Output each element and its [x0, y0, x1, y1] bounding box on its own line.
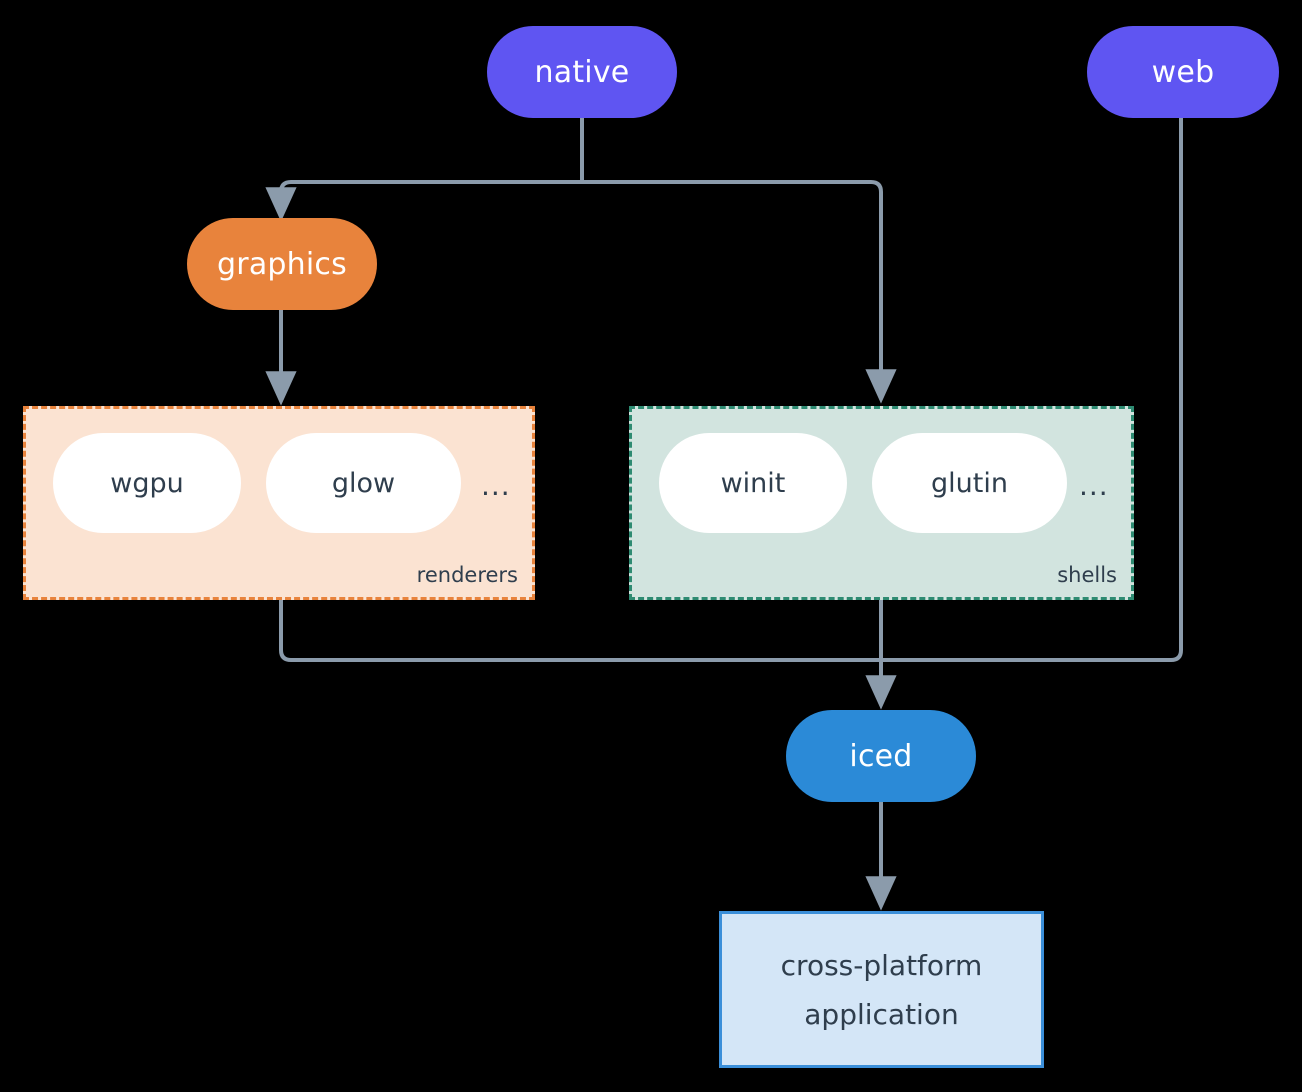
edge-native-shells — [582, 180, 897, 404]
chip-winit[interactable]: winit — [659, 433, 847, 533]
chip-glow-label: glow — [331, 467, 396, 499]
application-label-line1: cross-platform — [780, 948, 983, 982]
node-application[interactable]: cross-platform application — [719, 911, 1044, 1068]
chip-wgpu[interactable]: wgpu — [53, 433, 241, 533]
node-web[interactable]: web — [1087, 26, 1279, 118]
edge-renderers-iced — [279, 600, 881, 662]
group-renderers: wgpu glow ... renderers — [23, 406, 535, 600]
node-iced-label: iced — [849, 738, 913, 774]
node-native-label: native — [534, 54, 630, 90]
group-renderers-label: renderers — [416, 563, 518, 587]
chip-glutin-label: glutin — [931, 467, 1008, 499]
chip-winit-label: winit — [720, 467, 786, 499]
group-shells-label: shells — [1057, 563, 1117, 587]
group-shells: winit glutin ... shells — [629, 406, 1134, 600]
chip-wgpu-label: wgpu — [110, 467, 184, 499]
node-graphics-label: graphics — [217, 246, 347, 282]
edge-web-iced — [881, 118, 1183, 662]
renderers-more-ellipsis: ... — [481, 469, 511, 502]
node-graphics[interactable]: graphics — [187, 218, 377, 310]
node-web-label: web — [1151, 54, 1215, 90]
node-native[interactable]: native — [487, 26, 677, 118]
chip-glow[interactable]: glow — [266, 433, 461, 533]
edge-native-graphics — [265, 180, 582, 222]
application-label-line2: application — [804, 997, 959, 1031]
node-iced[interactable]: iced — [786, 710, 976, 802]
shells-more-ellipsis: ... — [1079, 469, 1109, 502]
chip-glutin[interactable]: glutin — [872, 433, 1067, 533]
